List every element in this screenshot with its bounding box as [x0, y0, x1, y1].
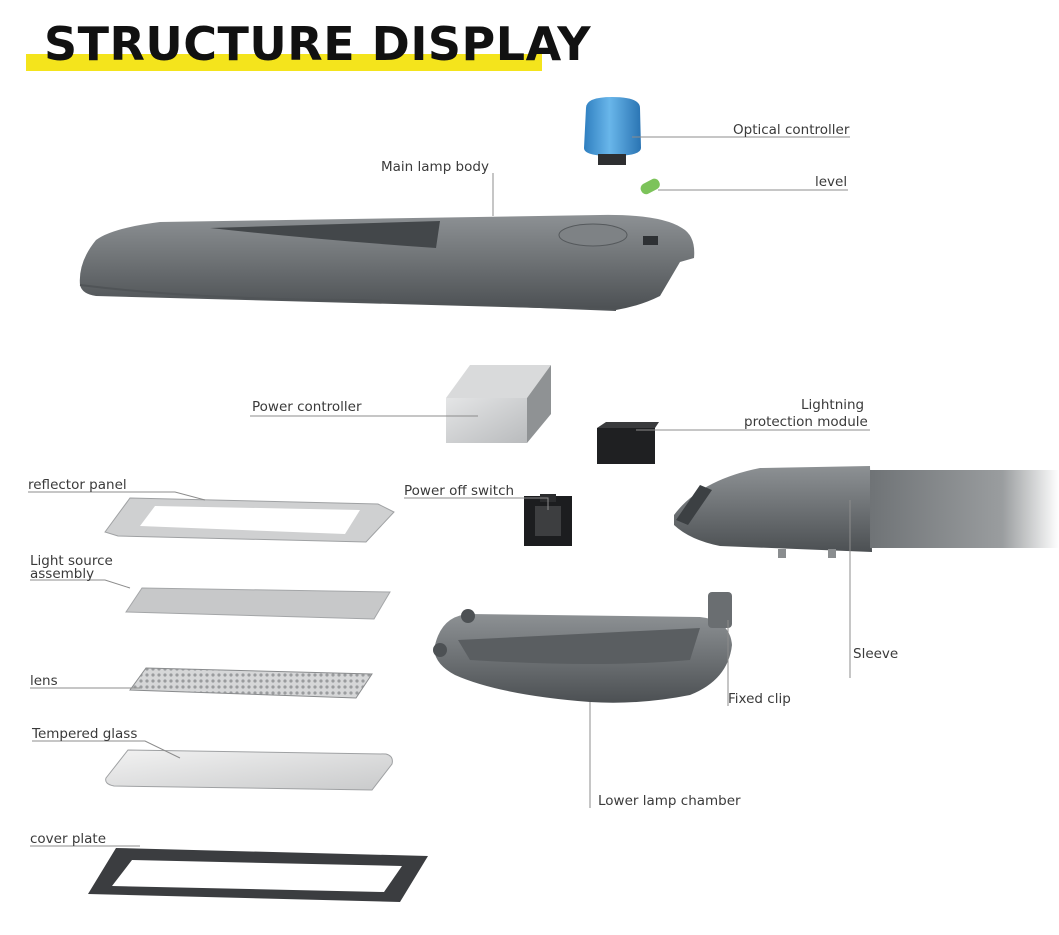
page-title: STRUCTURE DISPLAY: [44, 17, 592, 71]
label-lightning-line2: protection module: [744, 414, 868, 430]
level-part: [640, 178, 660, 195]
title-block: STRUCTURE DISPLAY: [26, 14, 591, 74]
label-lightning-line1: Lightning: [801, 397, 864, 413]
label-sleeve: Sleeve: [853, 646, 898, 662]
label-optical-controller: Optical controller: [733, 122, 850, 138]
label-cover-plate: cover plate: [30, 831, 106, 847]
sleeve-part: [674, 466, 1059, 558]
reflector-panel-part: [104, 497, 395, 543]
label-main-lamp-body: Main lamp body: [381, 159, 489, 175]
main-lamp-body-part: [79, 214, 695, 311]
label-power-controller: Power controller: [252, 399, 362, 415]
light-source-assembly-part: [125, 587, 391, 620]
label-power-off-switch: Power off switch: [404, 483, 514, 499]
tempered-glass-part: [105, 749, 393, 791]
label-fixed-clip: Fixed clip: [728, 691, 791, 707]
label-reflector-panel: reflector panel: [28, 477, 127, 493]
lens-part: [129, 667, 373, 699]
power-controller-part: [446, 365, 551, 443]
title-highlight-bar: [26, 54, 542, 71]
label-lens: lens: [30, 673, 58, 689]
leader-lines: [28, 136, 870, 847]
label-level: level: [815, 174, 847, 190]
lower-lamp-chamber-part: [433, 592, 732, 703]
lightning-protection-module-part: [597, 422, 659, 464]
label-lower-lamp-chamber: Lower lamp chamber: [598, 793, 741, 809]
label-light-source-line2: assembly: [30, 566, 94, 582]
optical-controller-part: [584, 97, 641, 165]
cover-plate-part: [88, 848, 428, 902]
label-light-source-line1: Light source: [30, 553, 113, 569]
label-tempered-glass: Tempered glass: [31, 726, 137, 742]
